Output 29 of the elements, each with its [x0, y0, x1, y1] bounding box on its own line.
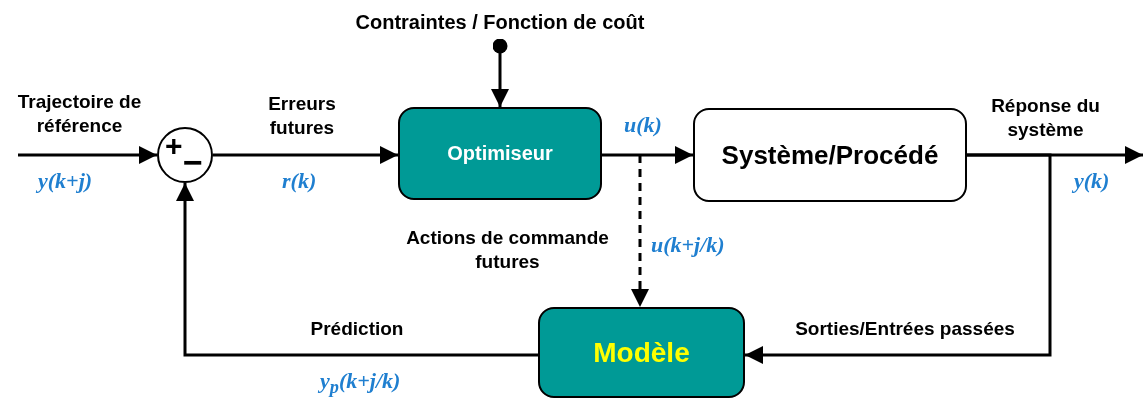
arrow — [491, 38, 509, 107]
box-label: Optimiseur — [447, 142, 553, 165]
process-box — [398, 107, 602, 200]
process-box — [538, 307, 745, 398]
signal-label: r(k) — [282, 168, 317, 194]
arrow — [176, 183, 538, 357]
signal-label: u(k) — [624, 112, 662, 138]
plus-sign: + — [165, 131, 183, 161]
box-label: Modèle — [593, 336, 690, 369]
arrow — [745, 153, 1052, 364]
edge-label: Réponse du système — [990, 94, 1101, 142]
edge-label: Trajectoire de référence — [16, 90, 143, 138]
box-label: Système/Procédé — [721, 139, 939, 171]
signal-label: y$_{p}$(k+j/k) — [320, 368, 401, 399]
arrow — [602, 146, 693, 164]
arrow — [18, 146, 157, 164]
dashed-arrow — [631, 155, 649, 307]
constraint-label: Contraintes / Fonction de coût — [300, 6, 700, 38]
signal-label: y(k) — [1074, 168, 1110, 194]
signal-label: y(k+j) — [38, 168, 93, 194]
summing-junction — [157, 127, 213, 183]
signal-label: u(k+j/k) — [651, 232, 725, 258]
edge-label: Sorties/Entrées passées — [794, 317, 1016, 341]
edge-label: Erreurs futures — [267, 92, 337, 140]
arrow — [213, 146, 398, 164]
minus-sign: − — [183, 145, 203, 179]
annotation: Actions de commande futures — [405, 226, 610, 274]
process-box — [693, 108, 967, 202]
edge-label: Prédiction — [309, 317, 405, 341]
